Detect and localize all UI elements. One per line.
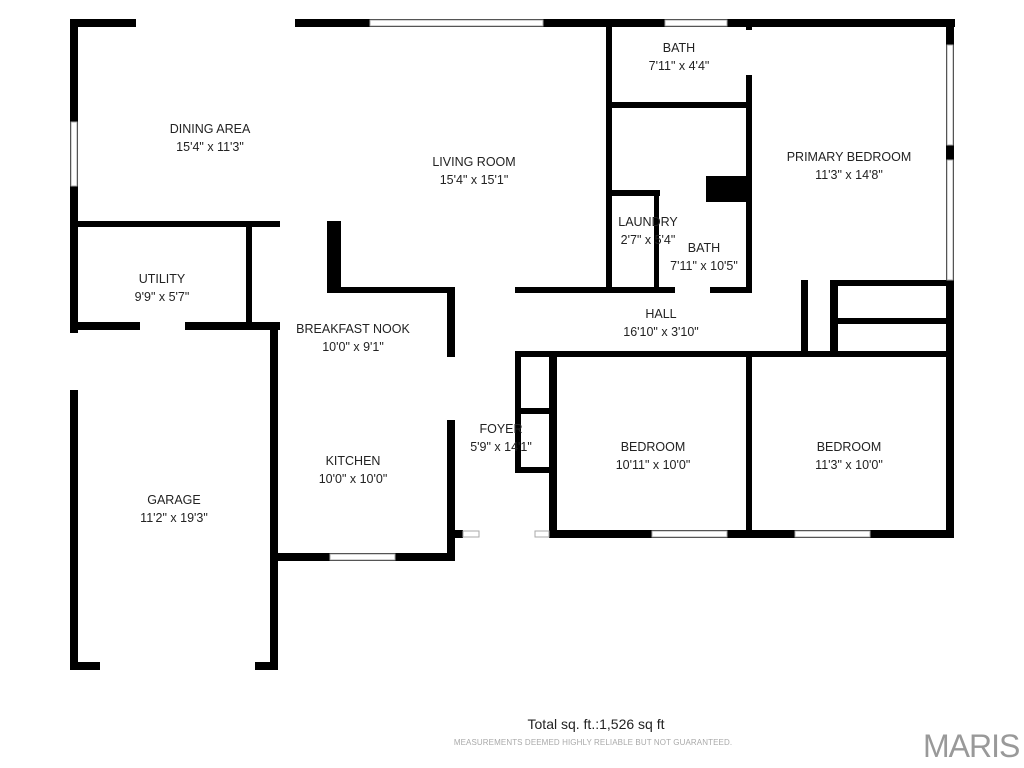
room-name: BEDROOM (620, 440, 686, 454)
room-garage: GARAGE 11'2" x 19'3" (140, 491, 208, 527)
room-living-room: LIVING ROOM 15'4" x 15'1" (432, 153, 515, 189)
room-name: PRIMARY BEDROOM (786, 150, 912, 164)
walls (70, 19, 955, 670)
room-hall: HALL 16'10" x 3'10" (623, 305, 699, 341)
room-name: BREAKFAST NOOK (296, 322, 410, 336)
room-bedroom-2: BEDROOM 11'3" x 10'0" (815, 438, 883, 474)
room-bath: BATH 7'11" x 4'4" (649, 39, 710, 75)
total-square-feet: Total sq. ft.:1,526 sq ft (527, 716, 665, 732)
disclaimer: MEASUREMENTS DEEMED HIGHLY RELIABLE BUT … (453, 738, 733, 747)
room-name: KITCHEN (325, 454, 381, 468)
room-breakfast-nook: BREAKFAST NOOK 10'0" x 9'1" (296, 320, 410, 356)
room-name: DINING AREA (169, 122, 251, 136)
room-name: BATH (687, 241, 721, 255)
room-dims: 2'7" x 5'4" (620, 233, 676, 247)
room-dims: 5'9" x 14'1" (470, 440, 532, 454)
room-foyer: FOYER 5'9" x 14'1" (470, 420, 532, 456)
room-name: BEDROOM (816, 440, 882, 454)
room-bedroom-1: BEDROOM 10'11" x 10'0" (616, 438, 691, 474)
room-kitchen: KITCHEN 10'0" x 10'0" (319, 452, 388, 488)
room-dims: 15'4" x 15'1" (439, 173, 509, 187)
room-dining-area: DINING AREA 15'4" x 11'3" (170, 120, 251, 156)
maris-logo: MARIS (923, 728, 1020, 764)
room-name: HALL (645, 307, 677, 321)
room-name: FOYER (479, 422, 523, 436)
room-dims: 10'11" x 10'0" (615, 458, 691, 472)
room-name: LIVING ROOM (432, 155, 516, 169)
windows (70, 19, 954, 561)
room-dims: 7'11" x 4'4" (648, 59, 710, 73)
room-name: GARAGE (147, 493, 201, 507)
room-dims: 11'3" x 10'0" (815, 458, 883, 472)
room-dims: 11'2" x 19'3" (140, 511, 208, 525)
room-dims: 7'11" x 10'5" (670, 259, 738, 273)
room-name: UTILITY (138, 272, 186, 286)
room-dims: 9'9" x 5'7" (134, 290, 190, 304)
room-bath-2: BATH 7'11" x 10'5" (670, 239, 738, 275)
room-dims: 10'0" x 10'0" (318, 472, 388, 486)
room-dims: 11'3" x 14'8" (815, 168, 883, 182)
room-name: LAUNDRY (618, 215, 678, 229)
room-name: BATH (662, 41, 696, 55)
room-dims: 10'0" x 9'1" (322, 340, 384, 354)
room-primary-bedroom: PRIMARY BEDROOM 11'3" x 14'8" (787, 148, 912, 184)
room-dims: 15'4" x 11'3" (176, 140, 244, 154)
room-dims: 16'10" x 3'10" (623, 325, 699, 339)
room-laundry: LAUNDRY 2'7" x 5'4" (618, 213, 678, 249)
room-utility: UTILITY 9'9" x 5'7" (135, 270, 190, 306)
